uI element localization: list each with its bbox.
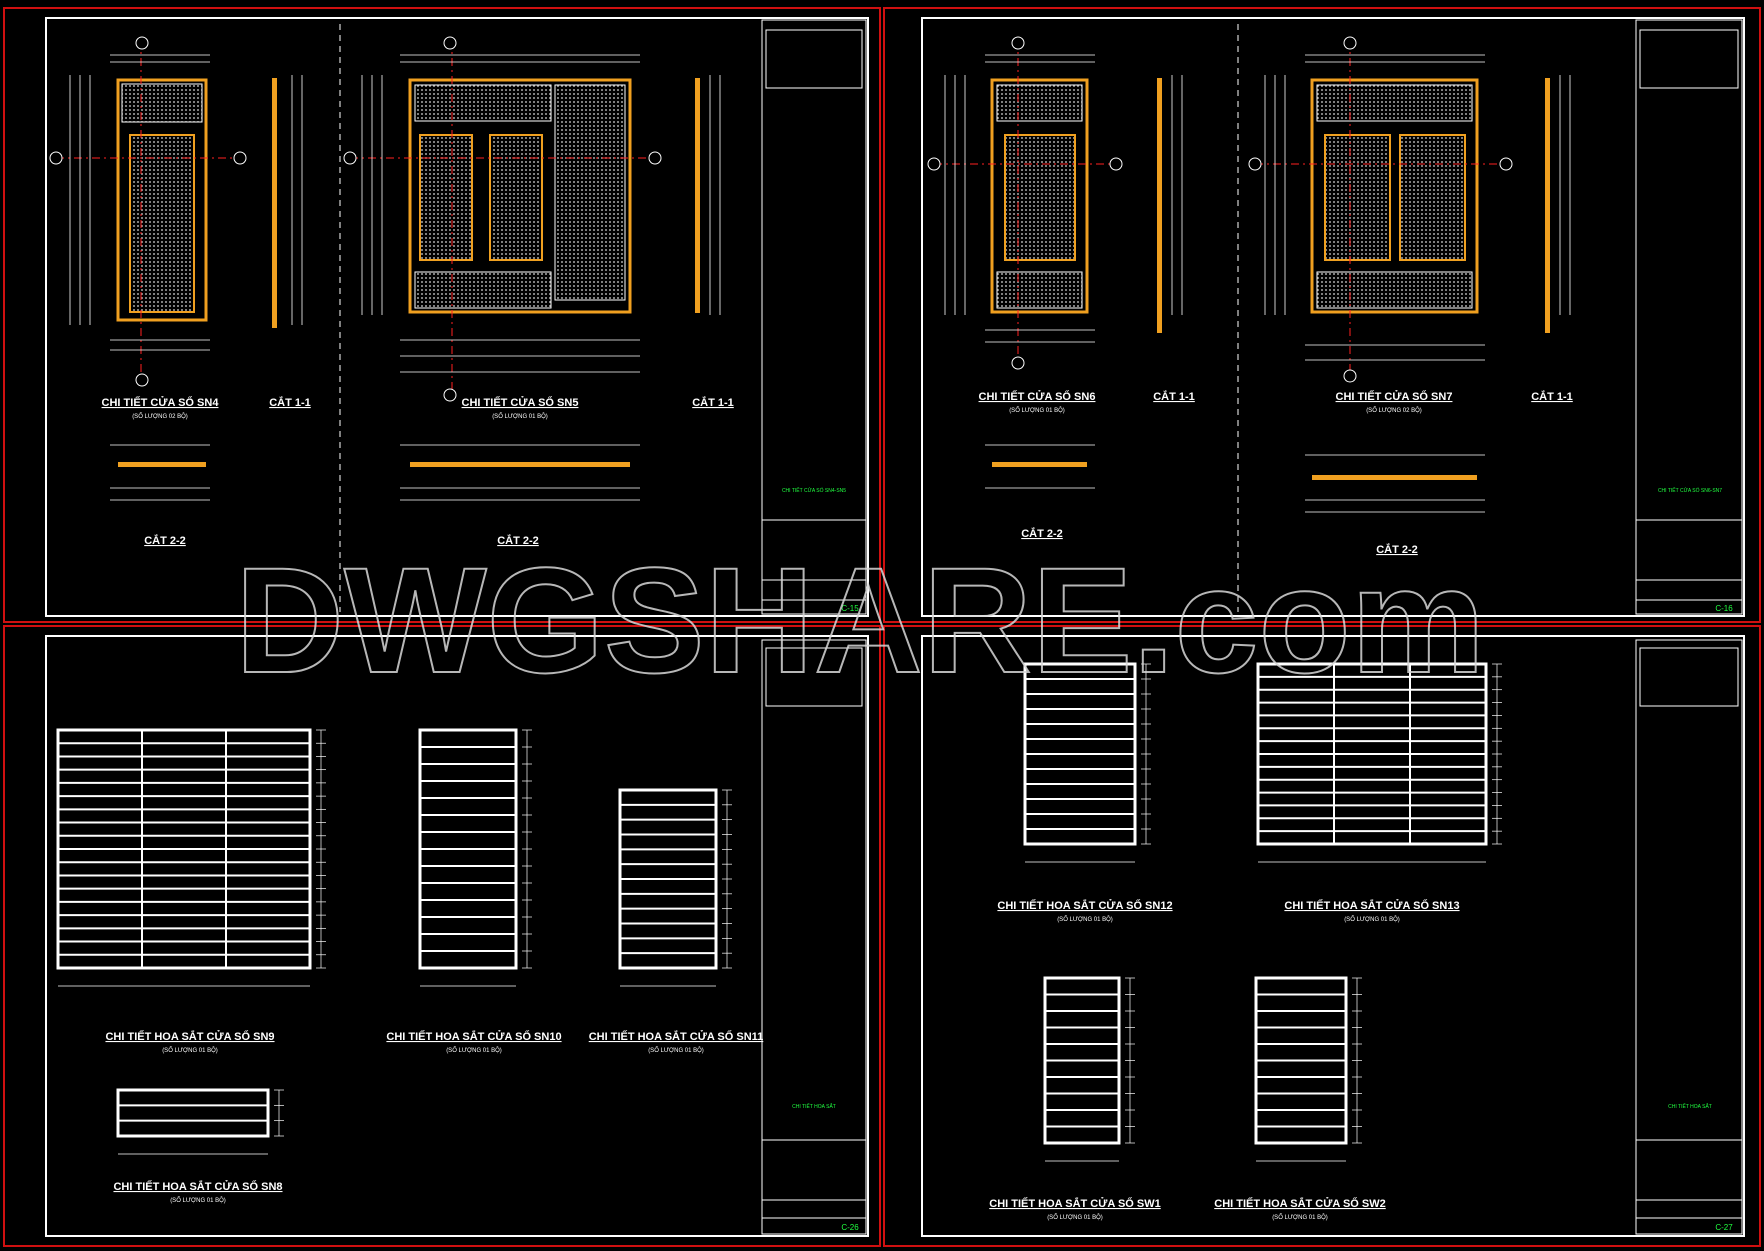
label-section-2-2-d: CẮT 2-2 bbox=[1376, 543, 1418, 556]
sheet-title-green: CHI TIẾT HOA SẮT bbox=[1668, 1102, 1712, 1110]
grille-sw1 bbox=[1043, 976, 1135, 1162]
qty-sn7: (SỐ LƯỢNG 02 BỘ) bbox=[1366, 407, 1422, 414]
qty-sn11: (SỐ LƯỢNG 01 BỘ) bbox=[648, 1047, 704, 1054]
sheet-code: C-27 bbox=[1715, 1223, 1733, 1232]
label-sw1: CHI TIẾT HOA SẮT CỬA SỔ SW1 bbox=[989, 1197, 1160, 1210]
label-section-2-2-a: CẮT 2-2 bbox=[144, 534, 186, 547]
sheet-c26 bbox=[45, 635, 869, 1237]
label-section-2-2-c: CẮT 2-2 bbox=[1021, 527, 1063, 540]
qty-sn6: (SỐ LƯỢNG 01 BỘ) bbox=[1009, 407, 1065, 414]
label-sn9: CHI TIẾT HOA SẮT CỬA SỔ SN9 bbox=[105, 1030, 274, 1043]
sheet-code: C-15 bbox=[841, 604, 859, 613]
label-section-2-2-b: CẮT 2-2 bbox=[497, 534, 539, 547]
qty-sn8: (SỐ LƯỢNG 01 BỘ) bbox=[170, 1197, 226, 1204]
sheet-code: C-26 bbox=[841, 1223, 859, 1232]
label-sn6: CHI TIẾT CỬA SỔ SN6 bbox=[979, 390, 1096, 403]
qty-sn9: (SỐ LƯỢNG 01 BỘ) bbox=[162, 1047, 218, 1054]
label-sn7: CHI TIẾT CỬA SỔ SN7 bbox=[1336, 390, 1453, 403]
viewport-frames bbox=[3, 7, 1761, 1247]
sheet-c27 bbox=[921, 635, 1745, 1237]
label-sn10: CHI TIẾT HOA SẮT CỬA SỔ SN10 bbox=[386, 1030, 561, 1043]
label-sn13: CHI TIẾT HOA SẮT CỬA SỔ SN13 bbox=[1284, 899, 1459, 912]
label-section-1-1-b: CẮT 1-1 bbox=[692, 396, 734, 409]
sheet-title-green: CHI TIẾT CỬA SỔ SN6-SN7 bbox=[1658, 487, 1722, 494]
qty-sn12: (SỐ LƯỢNG 01 BỘ) bbox=[1057, 916, 1113, 923]
qty-sw1: (SỐ LƯỢNG 01 BỘ) bbox=[1047, 1214, 1103, 1221]
watermark-logo: DWGSHARE.com bbox=[235, 536, 1485, 704]
drawing-labels: CHI TIẾT CỬA SỔ SN4 (SỐ LƯỢNG 02 BỘ) CẮT… bbox=[102, 390, 1734, 1232]
sheet-c15 bbox=[45, 17, 869, 617]
grille-sn9 bbox=[56, 728, 326, 987]
label-section-1-1-a: CẮT 1-1 bbox=[269, 396, 311, 409]
sheet-c16 bbox=[921, 17, 1745, 617]
grille-sn11 bbox=[618, 788, 732, 987]
grille-sn8 bbox=[116, 1088, 284, 1155]
qty-sw2: (SỐ LƯỢNG 01 BỘ) bbox=[1272, 1214, 1328, 1221]
label-section-1-1-c: CẮT 1-1 bbox=[1153, 390, 1195, 403]
label-sn5: CHI TIẾT CỬA SỔ SN5 bbox=[462, 396, 579, 409]
qty-sn13: (SỐ LƯỢNG 01 BỘ) bbox=[1344, 916, 1400, 923]
label-sn4: CHI TIẾT CỬA SỔ SN4 bbox=[102, 396, 220, 409]
label-section-1-1-d: CẮT 1-1 bbox=[1531, 390, 1573, 403]
grille-sn10 bbox=[418, 728, 532, 987]
label-sw2: CHI TIẾT HOA SẮT CỬA SỔ SW2 bbox=[1214, 1197, 1385, 1210]
label-sn8: CHI TIẾT HOA SẮT CỬA SỔ SN8 bbox=[113, 1180, 282, 1193]
qty-sn4: (SỐ LƯỢNG 02 BỘ) bbox=[132, 413, 188, 420]
qty-sn5: (SỐ LƯỢNG 01 BỘ) bbox=[492, 413, 548, 420]
sheet-code: C-16 bbox=[1715, 604, 1733, 613]
grille-sn13 bbox=[1256, 662, 1502, 863]
label-sn12: CHI TIẾT HOA SẮT CỬA SỔ SN12 bbox=[997, 899, 1172, 912]
sheet-title-green: CHI TIẾT CỬA SỔ SN4-SN5 bbox=[782, 487, 846, 494]
qty-sn10: (SỐ LƯỢNG 01 BỘ) bbox=[446, 1047, 502, 1054]
label-sn11: CHI TIẾT HOA SẮT CỬA SỔ SN11 bbox=[589, 1030, 764, 1043]
grille-sw2 bbox=[1254, 976, 1362, 1162]
sheet-title-green: CHI TIẾT HOA SẮT bbox=[792, 1102, 836, 1110]
grille-sn12 bbox=[1023, 662, 1151, 863]
